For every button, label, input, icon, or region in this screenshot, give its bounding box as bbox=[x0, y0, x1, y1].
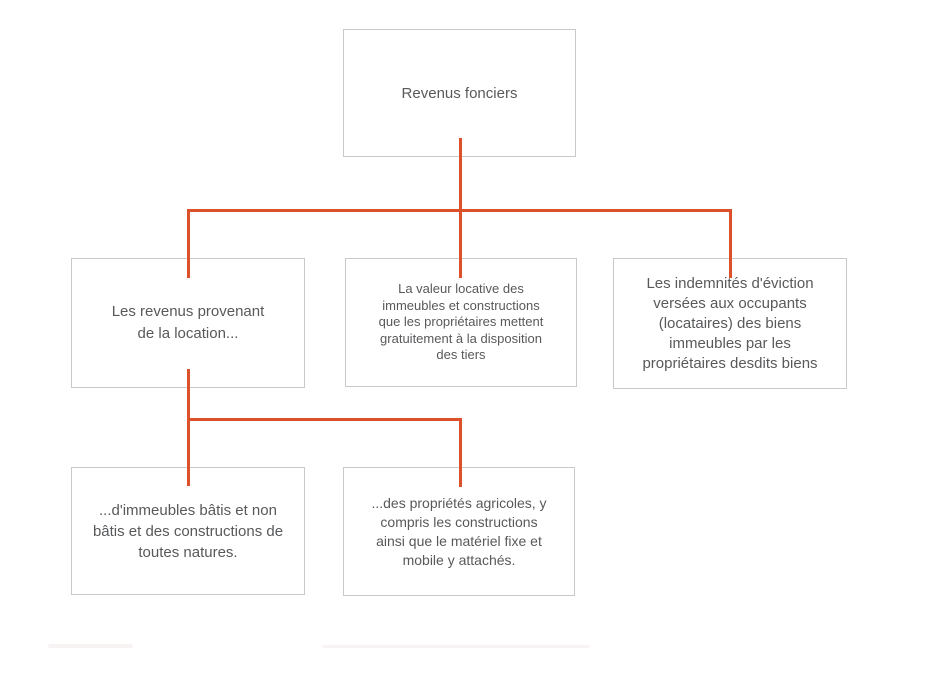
node-valeur-locative: La valeur locative des immeubles et cons… bbox=[345, 258, 577, 387]
node-proprietes-agricoles: ...des propriétés agricoles, y compris l… bbox=[343, 467, 575, 596]
connector-lower-middle-vertical bbox=[458, 417, 462, 487]
connector-upper-left-vertical bbox=[186, 208, 190, 278]
connector-root-drop bbox=[458, 138, 462, 278]
node-revenus-fonciers: Revenus fonciers bbox=[343, 29, 576, 157]
faint-line-artifact bbox=[48, 644, 133, 648]
node-indemnites-eviction: Les indemnités d'éviction versées aux oc… bbox=[613, 258, 847, 389]
connector-lower-horizontal bbox=[186, 417, 462, 421]
connector-upper-right-vertical bbox=[728, 208, 732, 278]
connector-location-drop bbox=[186, 369, 190, 486]
connector-upper-horizontal bbox=[186, 208, 732, 212]
node-immeubles-batis: ...d'immeubles bâtis et non bâtis et des… bbox=[71, 467, 305, 595]
faint-line-artifact bbox=[322, 645, 590, 648]
